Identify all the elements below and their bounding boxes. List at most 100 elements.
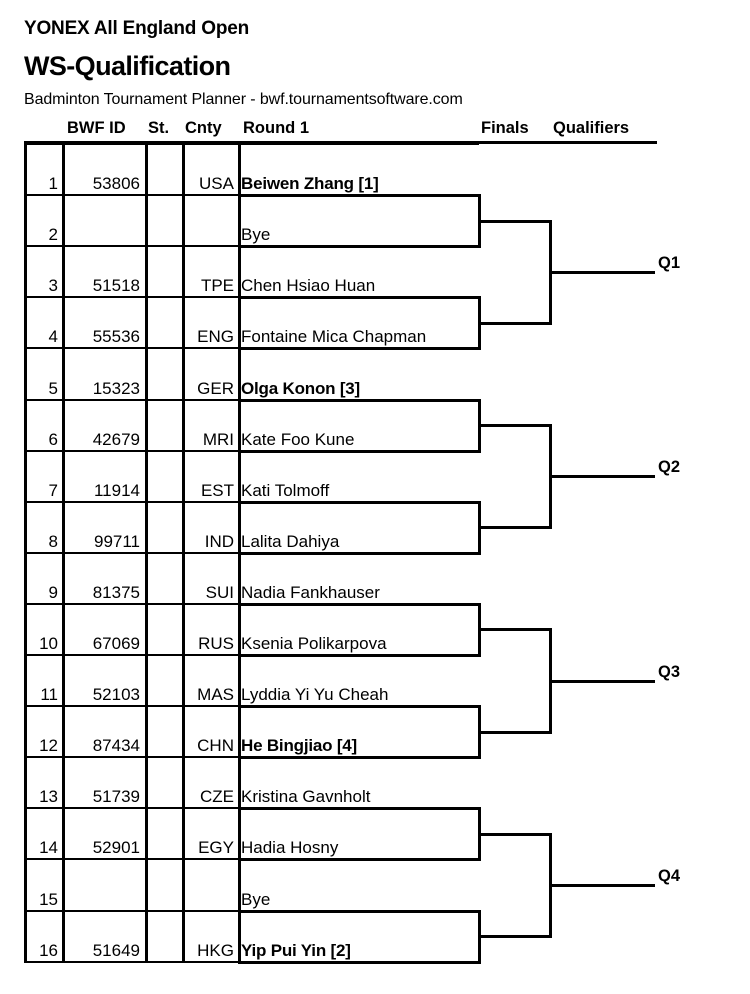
row-player-name: Lalita Dahiya (241, 531, 340, 551)
finals-arm-top (478, 220, 552, 223)
row-number: 8 (48, 531, 58, 551)
row-player-name: Kati Tolmoff (241, 480, 330, 500)
row-number: 10 (39, 634, 58, 653)
grid-hline (24, 910, 479, 912)
row-number: 2 (48, 225, 58, 245)
row-number: 3 (48, 276, 58, 296)
row-bwf-id: 52901 (92, 838, 140, 858)
qualifier-label-q3: Q3 (658, 662, 681, 681)
column-header-bwf-id: BWF ID (67, 119, 126, 137)
software-credit: Badminton Tournament Planner - bwf.tourn… (24, 91, 463, 108)
row-bwf-id: 51518 (92, 276, 140, 296)
column-header-st: St. (148, 119, 170, 137)
grid-hline (24, 245, 479, 247)
grid-hline (24, 654, 479, 656)
row-player-name: Beiwen Zhang [1] (241, 174, 379, 194)
row-number: 5 (48, 378, 58, 398)
row-country: MRI (202, 429, 234, 449)
row-player-name: Ksenia Polikarpova (241, 634, 387, 653)
qualifier-stub (549, 271, 655, 274)
row-country: CHN (197, 736, 234, 756)
qualifier-stub (549, 680, 655, 683)
row-number: 13 (39, 787, 58, 807)
row-player-name: Chen Hsiao Huan (241, 276, 376, 296)
finals-arm-top (478, 628, 552, 631)
row-number: 12 (39, 736, 58, 756)
row-country: SUI (205, 582, 234, 602)
row-number: 7 (48, 480, 58, 500)
row-player-name: Lyddia Yi Yu Cheah (241, 685, 389, 705)
grid-hline (24, 501, 479, 503)
finals-arm-bottom (478, 935, 552, 938)
row-country: HKG (197, 940, 234, 960)
qualifier-stub (549, 884, 655, 887)
row-number: 14 (39, 838, 58, 858)
grid-hline (24, 961, 479, 963)
header-rule (24, 141, 657, 144)
finals-spine (549, 220, 552, 325)
row-number: 9 (48, 582, 58, 602)
finals-arm-top (478, 424, 552, 427)
row-player-name: Kristina Gavnholt (241, 787, 371, 807)
finals-arm-bottom (478, 731, 552, 734)
row-country: GER (197, 378, 234, 398)
column-header-round-1: Round 1 (243, 119, 309, 137)
finals-spine (549, 424, 552, 529)
row-country: USA (199, 174, 234, 194)
row-country: MAS (197, 685, 234, 705)
row-country: EGY (198, 838, 234, 858)
grid-hline (24, 603, 479, 605)
row-player-name: Fontaine Mica Chapman (241, 327, 427, 347)
row-bwf-id: 51649 (92, 940, 140, 960)
row-bwf-id: 11914 (93, 480, 140, 500)
row-bwf-id: 51739 (92, 787, 140, 807)
row-number: 1 (48, 174, 58, 194)
column-header-finals: Finals (481, 119, 529, 137)
grid-hline (24, 705, 479, 707)
row-number: 15 (39, 889, 58, 909)
grid-hline (24, 552, 479, 554)
grid-hline (24, 143, 479, 145)
row-country: TPE (200, 276, 234, 296)
row-bwf-id: 87434 (92, 736, 140, 756)
row-player-name: Yip Pui Yin [2] (241, 940, 351, 960)
qualifier-label-q2: Q2 (658, 458, 681, 477)
row-player-name: Nadia Fankhauser (241, 582, 380, 602)
column-header-qualifiers: Qualifiers (553, 119, 630, 137)
row-bwf-id: 81375 (92, 582, 140, 602)
grid-hline (24, 756, 479, 758)
row-player-name: Hadia Hosny (241, 838, 339, 858)
finals-arm-bottom (478, 526, 552, 529)
finals-spine (549, 833, 552, 938)
row-number: 4 (48, 327, 58, 347)
row-player-name: Olga Konon [3] (241, 378, 361, 398)
grid-hline (24, 858, 479, 860)
grid-hline (24, 450, 479, 452)
row-bwf-id: 15323 (92, 378, 140, 398)
tournament-title: YONEX All England Open (24, 18, 250, 39)
row-player-name: Bye (241, 225, 271, 245)
row-number: 11 (40, 685, 58, 705)
row-bwf-id: 52103 (92, 685, 140, 705)
row-country: IND (204, 531, 234, 551)
row-bwf-id: 53806 (92, 174, 140, 194)
row-country: ENG (197, 327, 234, 347)
row-country: CZE (200, 787, 234, 807)
finals-spine (549, 628, 552, 733)
row-number: 6 (48, 429, 58, 449)
row-bwf-id: 67069 (92, 634, 140, 653)
row-bwf-id: 99711 (93, 531, 140, 551)
column-header-cnty: Cnty (185, 119, 222, 137)
grid-hline (24, 296, 479, 298)
qualifier-label-q4: Q4 (658, 866, 681, 885)
row-number: 16 (39, 940, 58, 960)
row-bwf-id: 55536 (92, 327, 140, 347)
grid-hline (24, 194, 479, 196)
event-title: WS-Qualification (24, 51, 231, 81)
finals-arm-bottom (478, 322, 552, 325)
finals-arm-top (478, 833, 552, 836)
qualifier-label-q1: Q1 (658, 253, 681, 272)
row-country: EST (200, 480, 234, 500)
grid-hline (24, 807, 479, 809)
row-country: RUS (198, 634, 234, 653)
